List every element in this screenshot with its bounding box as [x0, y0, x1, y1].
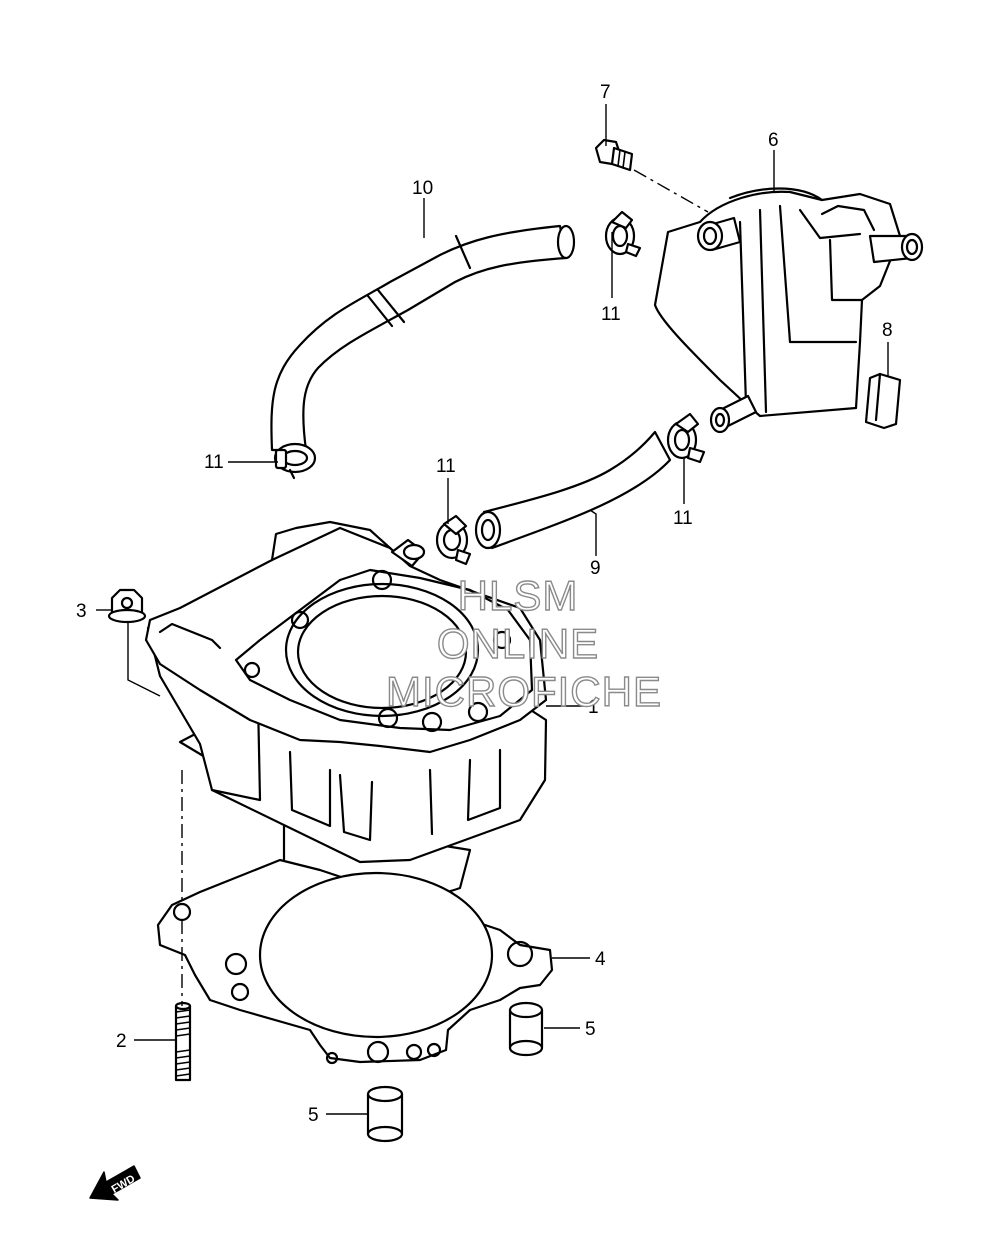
clamp-part-11-top[interactable] [604, 210, 642, 258]
hose-part-9[interactable] [474, 430, 672, 550]
callout-10: 10 [412, 178, 433, 199]
assembly-lines [181, 169, 709, 1006]
stud-part-2[interactable] [174, 1001, 192, 1082]
callout-3: 3 [76, 601, 87, 622]
callout-11-middle: 11 [436, 456, 456, 477]
callout-5-upper: 5 [585, 1019, 596, 1040]
callout-1: 1 [588, 697, 599, 718]
leader-lines [96, 104, 889, 1115]
bolt-part-7[interactable] [594, 138, 634, 172]
callout-6: 6 [768, 130, 779, 151]
dowel-part-5-lower[interactable] [366, 1085, 404, 1143]
watermark-line-1: HLSM [458, 572, 579, 619]
callout-4: 4 [595, 949, 606, 970]
fwd-label: FWD [110, 1173, 138, 1196]
callout-numbers: 7 6 10 11 8 11 11 11 9 3 1 4 5 2 5 [76, 82, 893, 1126]
callout-2: 2 [116, 1031, 127, 1052]
callout-11-left: 11 [204, 452, 224, 473]
gasket-part-4[interactable] [156, 858, 554, 1065]
clamp-part-11-right[interactable] [666, 412, 706, 464]
hose-part-10[interactable] [270, 224, 576, 452]
watermark-line-2: ONLINE [437, 620, 599, 667]
dowel-part-5-upper[interactable] [508, 1001, 544, 1057]
clamp-part-11-left[interactable] [273, 442, 317, 480]
watermark: HLSM ONLINE MICROFICHE [385, 571, 662, 715]
callout-5-lower: 5 [308, 1105, 319, 1126]
fwd-arrow-icon: FWD [89, 1165, 141, 1201]
watermark-line-3: MICROFICHE [386, 668, 662, 715]
callout-7: 7 [600, 82, 611, 103]
callout-9: 9 [590, 558, 601, 579]
pad-part-8[interactable] [864, 372, 902, 430]
callout-11-top: 11 [601, 304, 621, 325]
clamp-part-11-middle[interactable] [435, 514, 472, 566]
callout-8: 8 [882, 320, 893, 341]
nut-part-3[interactable] [107, 588, 147, 624]
callout-11-right: 11 [673, 508, 693, 529]
reservoir-tank-part-6[interactable] [653, 187, 924, 434]
